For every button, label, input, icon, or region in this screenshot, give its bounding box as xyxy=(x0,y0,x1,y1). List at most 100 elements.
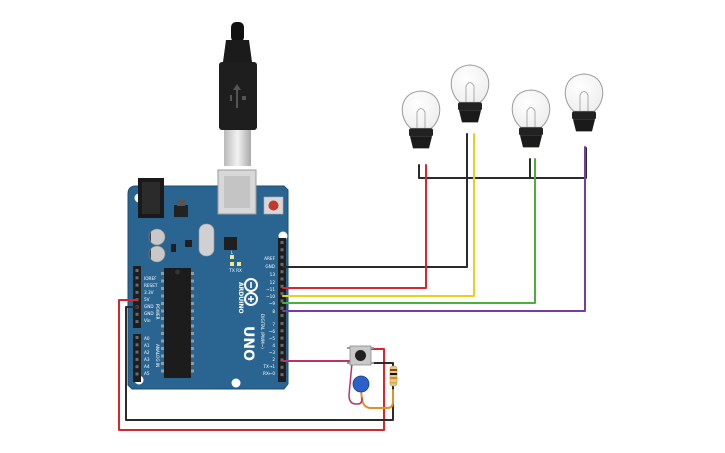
header-pin[interactable] xyxy=(135,283,139,287)
wire-5v-to-button[interactable] xyxy=(118,299,385,431)
pin-label-9: ~9 xyxy=(269,301,276,306)
header-pin[interactable] xyxy=(280,284,284,288)
pin-label-13: 13 xyxy=(270,272,276,277)
wire-gnd-bus[interactable] xyxy=(418,147,587,179)
push-button-leg xyxy=(371,362,374,364)
header-pin[interactable] xyxy=(280,365,284,369)
mounting-hole xyxy=(231,378,241,388)
header-pin[interactable] xyxy=(280,351,284,355)
push-button-cap xyxy=(355,350,366,361)
atmega-chip-body xyxy=(164,268,191,378)
header-pin[interactable] xyxy=(280,322,284,325)
wire-pin12-bulb-1[interactable] xyxy=(282,164,427,289)
pin-label-10: ~10 xyxy=(266,294,275,299)
electrolytic-capacitor xyxy=(148,228,166,246)
pin-label-tx1: TX→1 xyxy=(262,364,275,369)
light-bulb-3[interactable] xyxy=(511,89,551,148)
header-pin[interactable] xyxy=(135,276,139,280)
header-pin[interactable] xyxy=(280,255,284,259)
bulb-socket xyxy=(520,135,542,148)
wire-resistor-to-capacitor[interactable] xyxy=(360,389,394,409)
resistor-band xyxy=(390,377,397,379)
header-pin[interactable] xyxy=(135,372,139,376)
bulb-glass xyxy=(401,90,441,129)
usb-cable[interactable] xyxy=(219,22,257,166)
resistor-band xyxy=(390,373,397,375)
bulb-filament xyxy=(465,82,475,103)
power-header xyxy=(133,266,141,328)
light-bulb-2[interactable] xyxy=(450,64,490,123)
header-pin[interactable] xyxy=(135,365,139,369)
header-pin[interactable] xyxy=(135,350,139,354)
header-pin[interactable] xyxy=(280,277,284,281)
chip-leg xyxy=(161,309,164,313)
chip-leg xyxy=(191,272,194,275)
chip-leg xyxy=(191,369,194,373)
header-pin[interactable] xyxy=(280,336,284,340)
chip-leg xyxy=(161,317,164,320)
light-bulb-4[interactable] xyxy=(564,73,604,132)
pin-label-reset: RESET xyxy=(144,283,158,288)
pin-label-7: 7 xyxy=(272,322,275,327)
wire-gnd-to-bulbs[interactable] xyxy=(282,177,468,268)
header-pin[interactable] xyxy=(135,336,139,339)
bulb-socket xyxy=(459,110,481,123)
ceramic-capacitor[interactable] xyxy=(352,375,370,393)
header-pin[interactable] xyxy=(135,290,139,294)
wire-capacitor-lead[interactable] xyxy=(348,362,363,405)
header-pin[interactable] xyxy=(135,357,139,361)
header-pin[interactable] xyxy=(135,343,139,347)
chip-leg xyxy=(161,279,164,283)
bulb-filament xyxy=(579,91,589,112)
wire-gnd-to-resistor[interactable] xyxy=(125,306,394,421)
header-pin[interactable] xyxy=(135,269,139,272)
chip-leg xyxy=(161,287,164,290)
pin-label-11: ~11 xyxy=(266,287,275,292)
usb-symbol-icon xyxy=(230,84,246,108)
light-bulb-1[interactable] xyxy=(401,90,441,149)
bulb-socket-top xyxy=(572,111,596,120)
pin-label-rx0: RX←0 xyxy=(263,371,275,376)
header-pin[interactable] xyxy=(280,329,284,333)
chip-legs xyxy=(191,272,194,373)
voltage-regulator-tab xyxy=(177,200,185,206)
led-rx-icon xyxy=(237,262,241,266)
header-pin[interactable] xyxy=(135,312,139,316)
pin-label-gnd-1: GND xyxy=(144,304,154,309)
logo-minus xyxy=(250,282,252,288)
chip-leg xyxy=(191,309,194,313)
arduino-uno-board[interactable]: L TX RX ARDUINO UNO POWER ANALOG IN DIGI… xyxy=(127,169,289,390)
push-button-leg xyxy=(371,347,374,349)
wire-pin9-bulb-4[interactable] xyxy=(282,146,586,312)
header-pin[interactable] xyxy=(135,320,139,324)
pin-label-gnd-2: GND xyxy=(144,311,154,316)
header-pin[interactable] xyxy=(280,358,284,362)
header-pin[interactable] xyxy=(280,314,284,317)
digital-top-pin-labels: AREF GND 13 12 ~11 ~10 ~9 8 xyxy=(264,256,275,314)
push-button[interactable] xyxy=(347,345,374,366)
header-pin[interactable] xyxy=(280,292,284,296)
pin-label-5: ~5 xyxy=(269,336,276,341)
header-pin[interactable] xyxy=(280,262,284,266)
pin-label-a4: A4 xyxy=(144,364,150,369)
led-tx-label: TX xyxy=(228,268,235,273)
bulb-socket xyxy=(410,136,432,149)
header-pin[interactable] xyxy=(280,343,284,347)
pin-label-3v3: 3.3V xyxy=(144,290,154,295)
header-pin[interactable] xyxy=(280,241,284,244)
smd-component xyxy=(171,244,176,252)
led-tx-icon xyxy=(230,262,234,266)
usb-cable-strain-relief xyxy=(231,22,244,42)
header-pin[interactable] xyxy=(280,270,284,274)
wire-pin11-bulb-2[interactable] xyxy=(282,133,475,297)
power-header-label: POWER xyxy=(155,304,160,320)
pin-label-a3: A3 xyxy=(144,357,150,362)
header-pin[interactable] xyxy=(280,373,284,377)
header-pin[interactable] xyxy=(280,248,284,252)
analog-header-label: ANALOG IN xyxy=(155,344,160,367)
wire-pin10-bulb-3[interactable] xyxy=(282,158,536,304)
header-pin[interactable] xyxy=(280,299,284,303)
usb-b-port-inner xyxy=(224,176,250,208)
resistor[interactable] xyxy=(389,365,398,387)
header-pin[interactable] xyxy=(280,306,284,310)
